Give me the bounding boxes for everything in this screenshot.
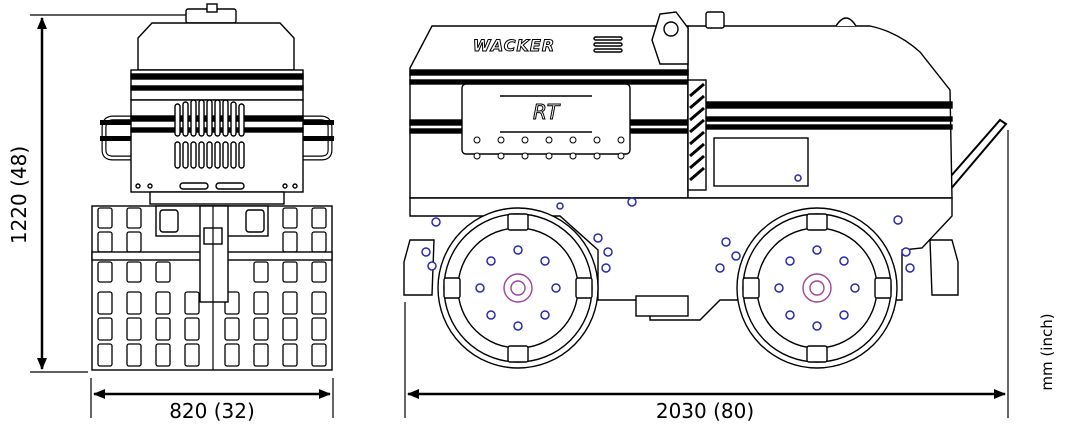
front-grille — [135, 99, 298, 190]
side-view: RT WACKER — [403, 11, 1008, 369]
side-length-label: 2030 (80) — [656, 399, 754, 423]
hazard-stripes — [689, 82, 705, 182]
front-drum — [437, 207, 599, 369]
side-length-dimension: 2030 (80) — [404, 130, 1009, 423]
model-badge: RT — [533, 100, 561, 124]
front-width-label: 820 (32) — [169, 399, 255, 423]
rear-drum — [736, 207, 898, 369]
front-width-dimension: 820 (32) — [90, 378, 334, 423]
brand-logo: WACKER — [473, 36, 555, 55]
height-dimension: 1220 (48) — [7, 14, 210, 373]
rt-panel-holes — [473, 136, 625, 160]
height-dimension-label: 1220 (48) — [7, 146, 31, 244]
front-view — [91, 3, 334, 371]
vent-slots — [593, 36, 623, 53]
unit-label: mm (inch) — [1038, 313, 1056, 390]
front-drum-pads — [97, 207, 327, 367]
